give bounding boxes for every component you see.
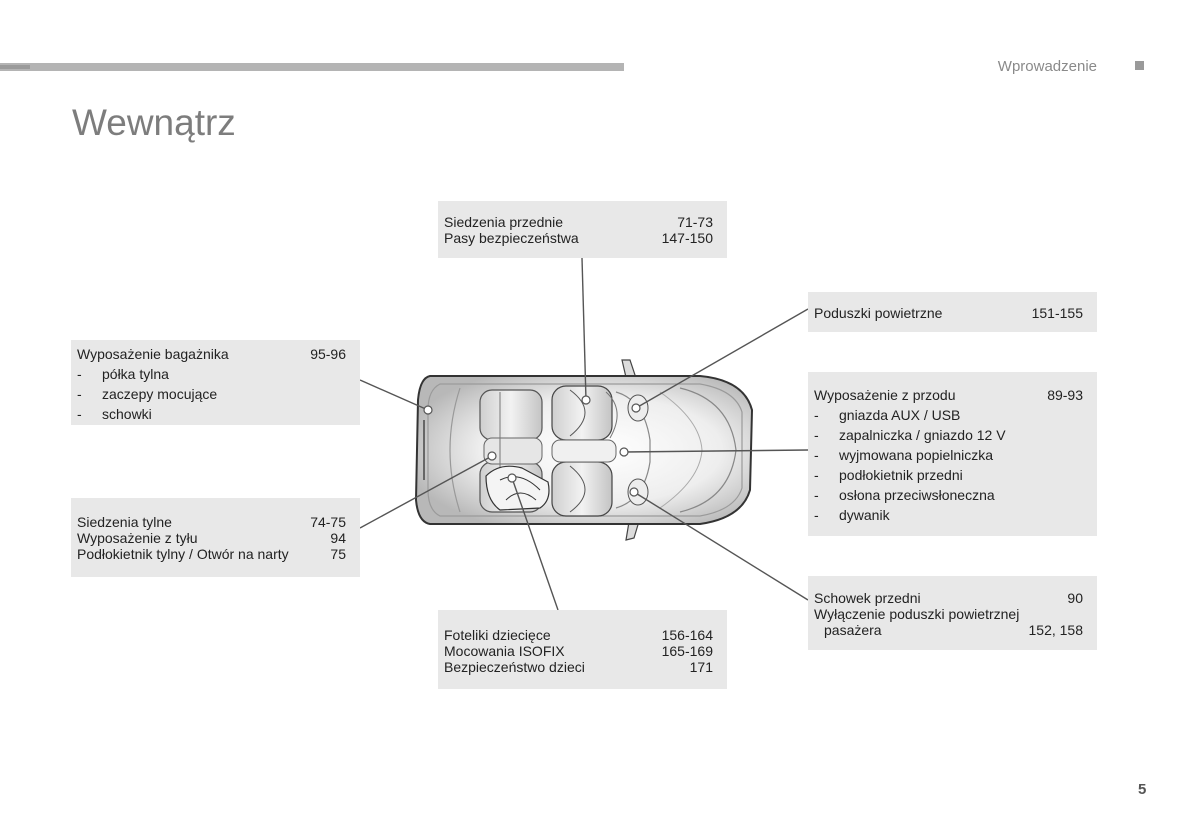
leader-airbags xyxy=(635,308,809,409)
page-reference: 74-75 xyxy=(310,514,346,530)
callout-row: Foteliki dziecięce 156-164 xyxy=(444,627,713,643)
page-reference: 165-169 xyxy=(661,643,713,659)
page-reference: 152, 158 xyxy=(1028,622,1084,638)
header-rule xyxy=(0,63,624,71)
callout-front-seats: Siedzenia przednie 71-73 Pasy bezpieczeń… xyxy=(438,201,727,258)
page-reference: 90 xyxy=(1067,590,1083,606)
header-rule-accent xyxy=(0,65,30,69)
section-marker xyxy=(1135,61,1144,70)
car-body xyxy=(414,359,754,541)
page-reference: 95-96 xyxy=(310,346,346,362)
callout-rear-seats: Siedzenia tylne 74-75 Wyposażenie z tyłu… xyxy=(71,498,360,577)
callout-front-equipment: Wyposażenie z przodu 89-93 -gniazda AUX … xyxy=(808,372,1097,536)
callout-row: Mocowania ISOFIX 165-169 xyxy=(444,643,713,659)
callout-row: Wyposażenie z tyłu 94 xyxy=(77,530,346,546)
page-number: 5 xyxy=(1138,781,1147,798)
page-reference: 171 xyxy=(689,659,713,675)
callout-row: Bezpieczeństwo dzieci 171 xyxy=(444,659,713,675)
list-item: -wyjmowana popielniczka xyxy=(814,447,994,463)
page-reference: 94 xyxy=(330,530,346,546)
leader-front-seats xyxy=(581,257,587,401)
callout-dots xyxy=(423,395,641,497)
callout-airbags: Poduszki powietrzne 151-155 xyxy=(808,292,1097,332)
section-label: Wprowadzenie xyxy=(997,58,1097,75)
leader-front-equipment xyxy=(623,449,809,453)
callout-heading: Wyposażenie z przodu 89-93 xyxy=(814,387,1083,403)
callout-row: Siedzenia przednie 71-73 xyxy=(444,214,713,230)
callout-row: Schowek przedni 90 xyxy=(814,590,1083,606)
page-reference: 156-164 xyxy=(661,627,713,643)
callout-row: Pasy bezpieczeństwa 147-150 xyxy=(444,230,713,246)
list-item: -podłokietnik przedni xyxy=(814,467,963,483)
leader-glovebox xyxy=(633,491,809,601)
leader-boot xyxy=(359,379,429,411)
page-reference: 75 xyxy=(330,546,346,562)
callout-glovebox: Schowek przedni 90 Wyłączenie poduszki p… xyxy=(808,576,1097,650)
callout-row: pasażera 152, 158 xyxy=(824,622,1084,638)
leader-rear-seats xyxy=(359,455,493,529)
list-item: -gniazda AUX / USB xyxy=(814,407,961,423)
callout-child-seats: Foteliki dziecięce 156-164 Mocowania ISO… xyxy=(438,610,727,689)
list-item: -półka tylna xyxy=(77,366,169,382)
callout-row: Podłokietnik tylny / Otwór na narty 75 xyxy=(77,546,346,562)
page-reference: 151-155 xyxy=(1031,305,1083,321)
list-item: -dywanik xyxy=(814,507,890,523)
list-item: -schowki xyxy=(77,406,152,422)
callout-row: Siedzenia tylne 74-75 xyxy=(77,514,346,530)
list-item: -zapalniczka / gniazdo 12 V xyxy=(814,427,1006,443)
leader-lines xyxy=(359,257,809,611)
page-reference: 147-150 xyxy=(661,230,713,246)
page-reference: 71-73 xyxy=(677,214,713,230)
callout-boot-equipment: Wyposażenie bagażnika 95-96 -półka tylna… xyxy=(71,340,360,425)
list-item: -osłona przeciwsłoneczna xyxy=(814,487,995,503)
callout-row: Poduszki powietrzne 151-155 xyxy=(814,305,1083,321)
page-title: Wewnątrz xyxy=(72,102,236,143)
list-item: -zaczepy mocujące xyxy=(77,386,218,402)
callout-row: Wyłączenie poduszki powietrznej xyxy=(814,606,1020,622)
callout-heading: Wyposażenie bagażnika 95-96 xyxy=(77,346,346,362)
leader-child-seats xyxy=(511,477,559,611)
page-reference: 89-93 xyxy=(1047,387,1083,403)
